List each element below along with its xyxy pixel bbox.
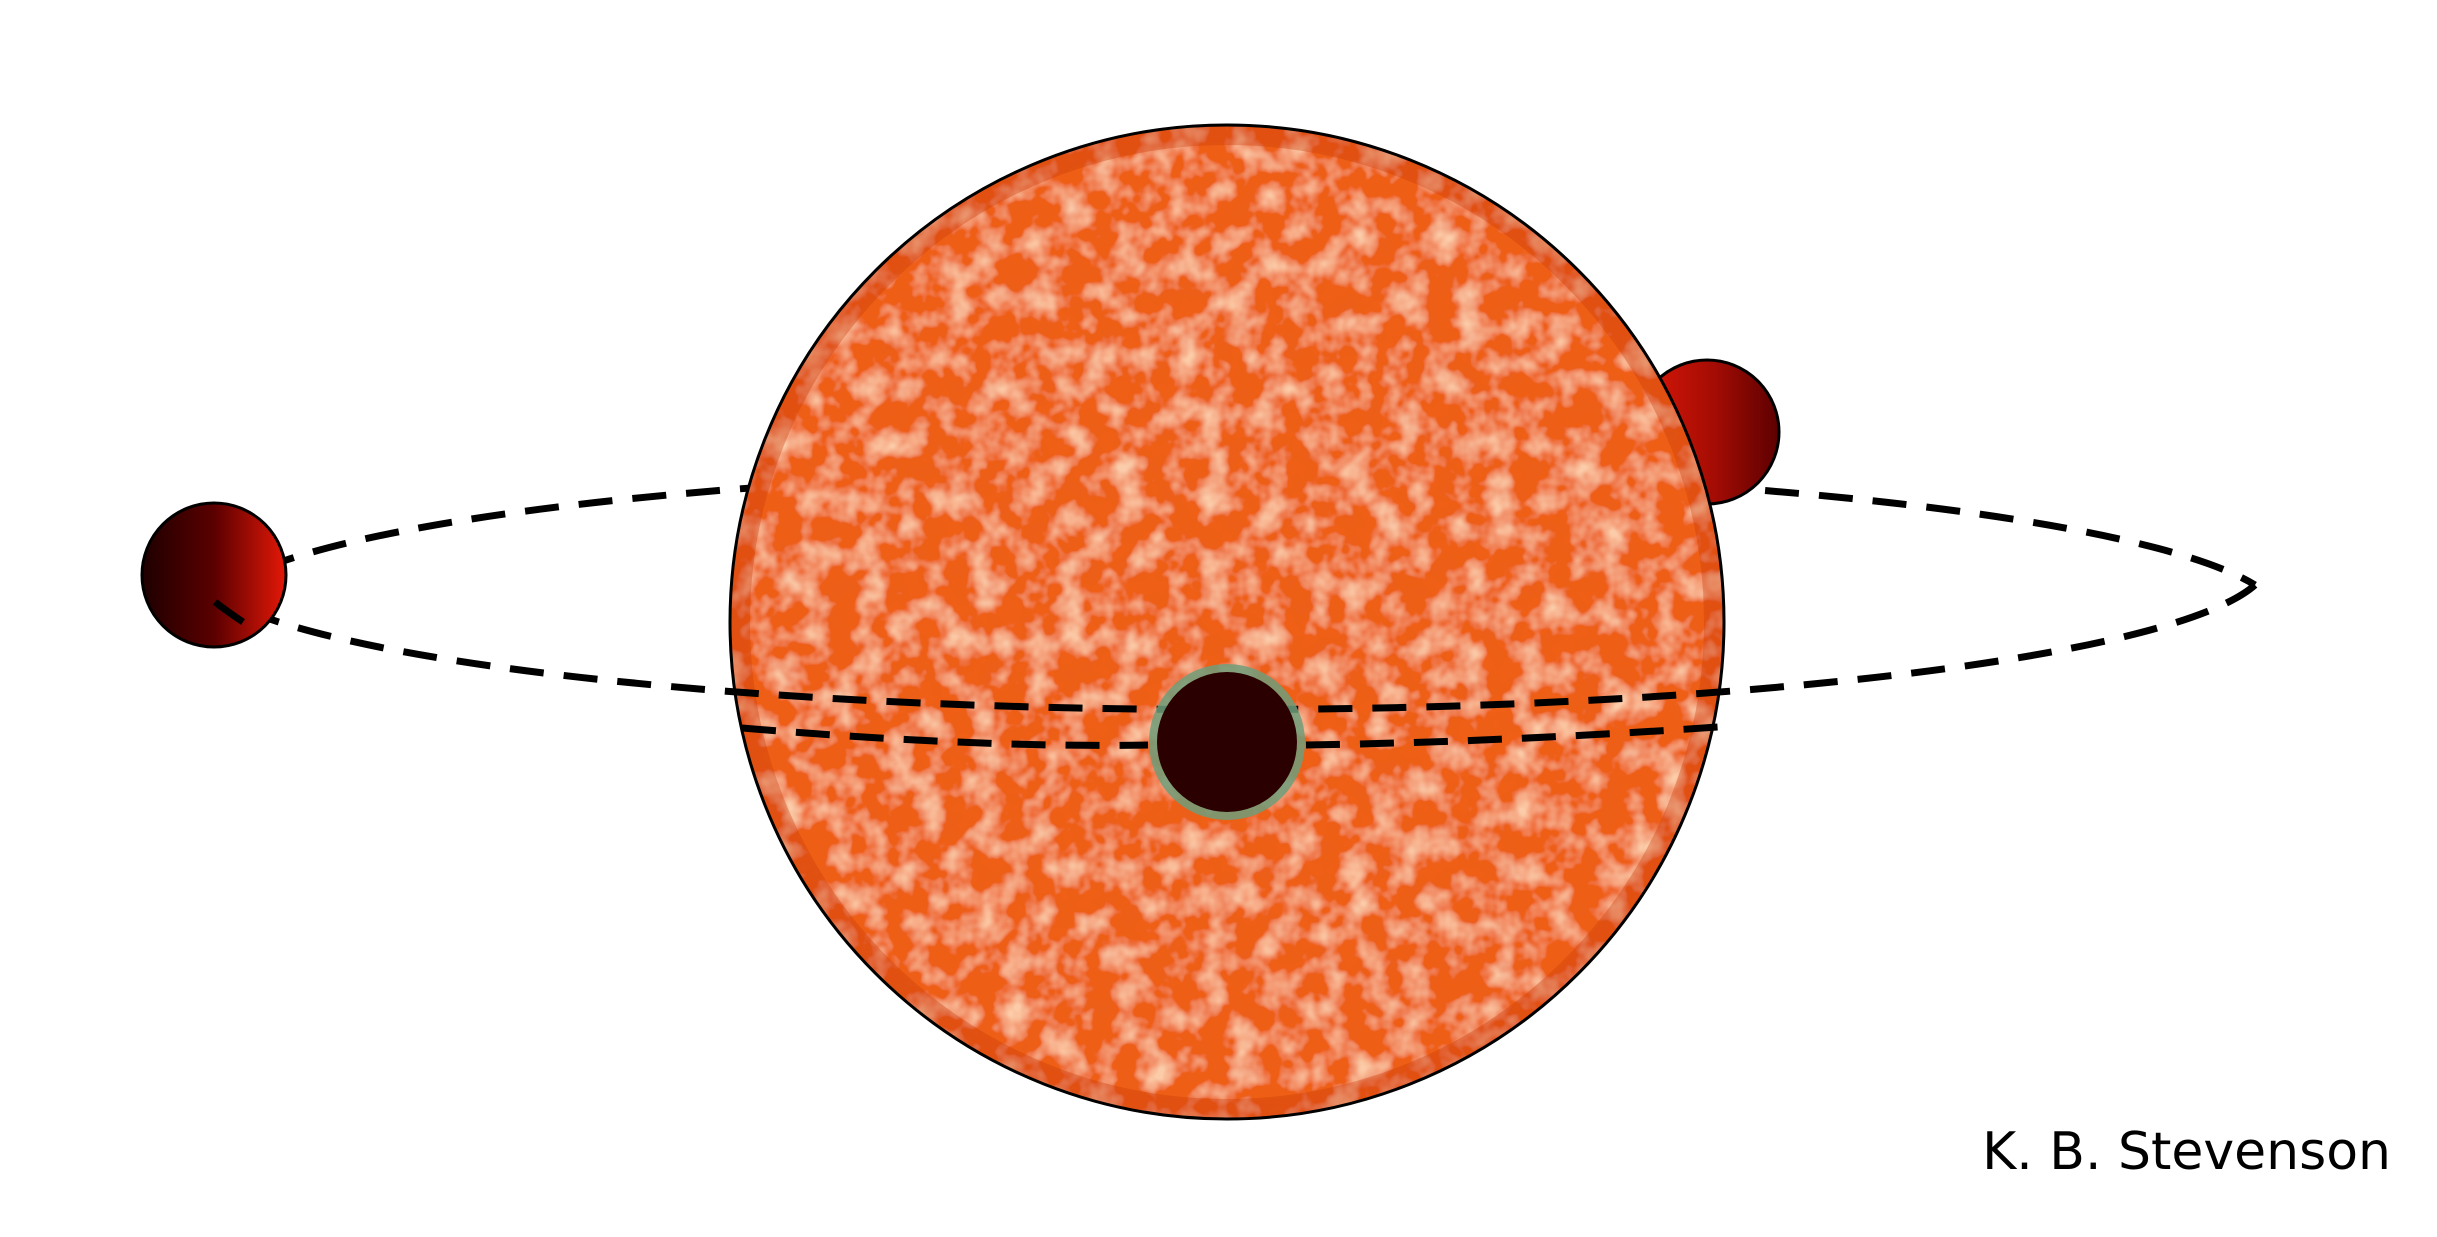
star-icon — [728, 123, 1726, 1121]
planet-transit-icon — [1149, 664, 1305, 820]
planet-quadrature-left-icon — [140, 501, 288, 649]
orbit-path-back — [212, 466, 2257, 598]
orbit-path-front-overlay — [741, 723, 1719, 749]
orbit-path-front — [213, 582, 2258, 714]
author-credit: K. B. Stevenson — [1982, 1122, 2391, 1182]
